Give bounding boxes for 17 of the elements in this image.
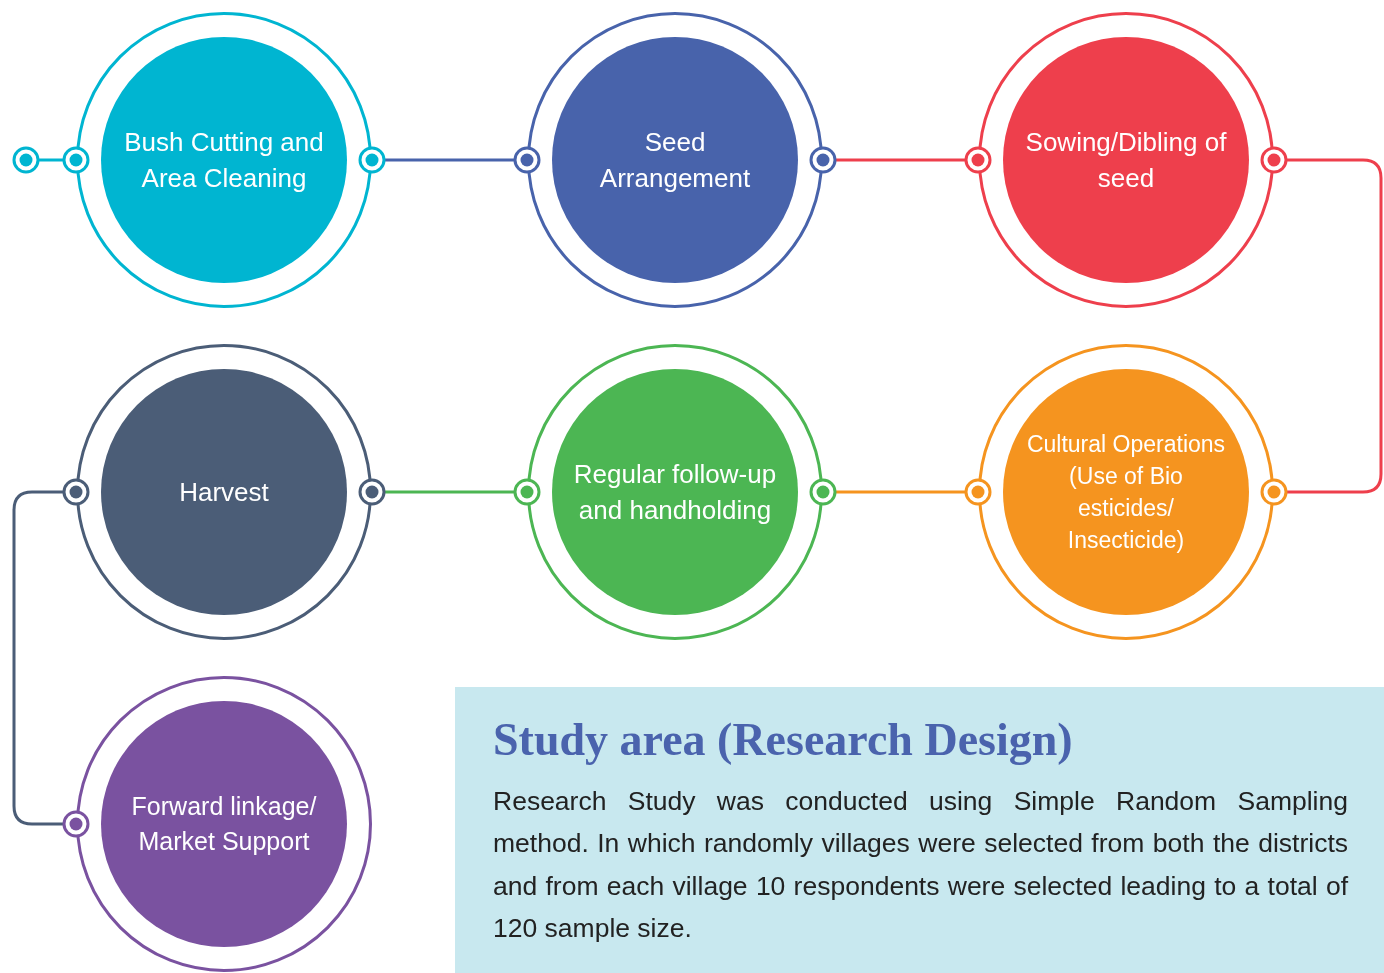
connector-line: [12, 146, 90, 174]
step-label: Seed Arrangement: [598, 125, 752, 195]
step-label: Regular follow-up and handholding: [572, 457, 778, 527]
connector-line: [809, 146, 992, 174]
step-label: Sowing/Dibling of seed: [1024, 125, 1228, 195]
connector-line: [358, 478, 541, 506]
info-panel: [455, 687, 1384, 973]
step-label: Cultural Operations (Use of Bio esticides/ Insecticide): [1025, 429, 1227, 556]
connector-line: [1260, 146, 1383, 506]
connector-line: [358, 146, 541, 174]
step-label: Harvest: [179, 475, 269, 509]
step-label: Bush Cutting and Area Cleaning: [123, 125, 325, 195]
panel-title: Study area (Research Design): [493, 713, 1073, 766]
connector-line: [809, 478, 992, 506]
step-label: Forward linkage/ Market Support: [130, 791, 318, 857]
connector-line: [12, 478, 90, 838]
panel-paragraph: Research Study was conducted using Simple Random Sampling method. In which randomly villages were selected from both the districts and from each village 10 respondents were selected leading to a total of 120 sample size.: [493, 785, 1348, 946]
